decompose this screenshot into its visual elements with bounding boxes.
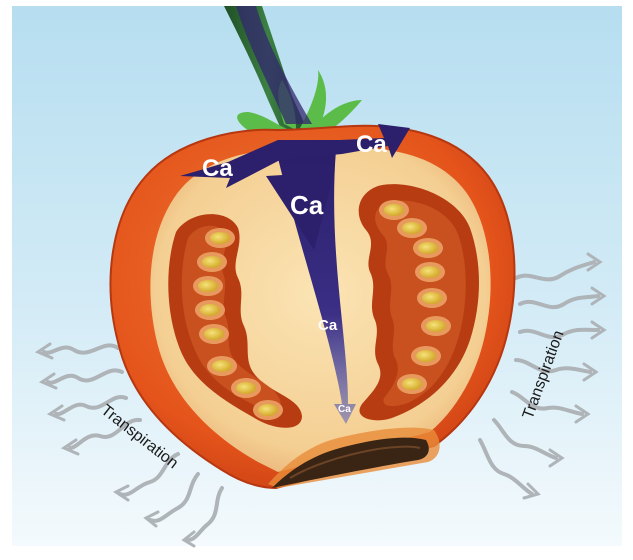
seed-icon — [207, 356, 237, 376]
seed-icon — [195, 300, 225, 320]
seed-icon — [413, 238, 443, 258]
seed-icon — [411, 346, 441, 366]
seed-icon — [379, 200, 409, 220]
seed-icon — [199, 324, 229, 344]
seed-icon — [397, 218, 427, 238]
seed-icon — [197, 252, 227, 272]
ca-label-right: Ca — [356, 131, 387, 158]
ca-label-center: Ca — [290, 190, 324, 220]
seed-icon — [253, 400, 283, 420]
seed-icon — [421, 316, 451, 336]
seed-icon — [231, 378, 261, 398]
ca-label-left: Ca — [202, 155, 233, 182]
ca-label-mid: Ca — [318, 317, 338, 334]
ca-label-tip: Ca — [338, 404, 351, 415]
seed-icon — [193, 276, 223, 296]
seed-icon — [205, 228, 235, 248]
seed-icon — [417, 288, 447, 308]
seed-icon — [415, 262, 445, 282]
seed-icon — [397, 374, 427, 394]
